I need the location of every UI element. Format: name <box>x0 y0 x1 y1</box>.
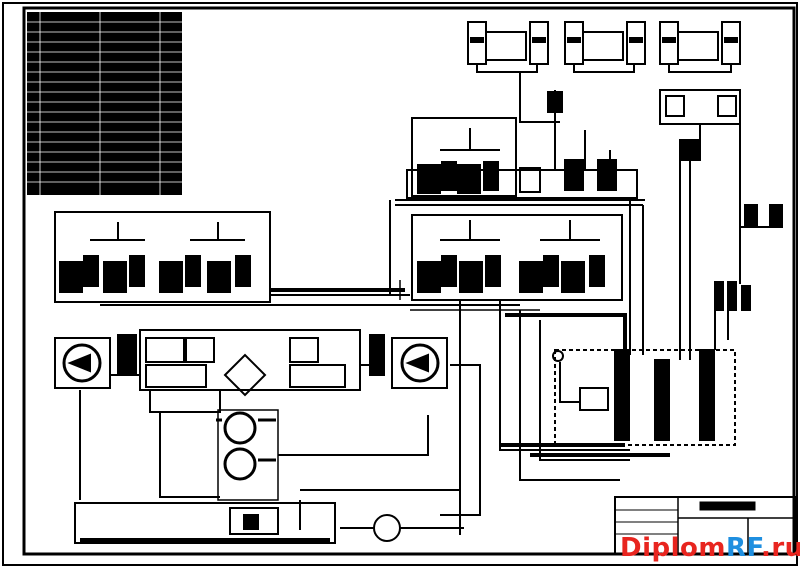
right-filter-block <box>552 204 783 446</box>
right-motor <box>369 334 448 389</box>
watermark-part-1: Diplom <box>620 533 726 563</box>
pump-stack <box>216 409 279 501</box>
left-motor <box>54 334 137 389</box>
title-block <box>614 496 796 555</box>
right-valve-block <box>519 72 741 190</box>
bottom-motor <box>340 514 464 542</box>
upper-valve-manifold <box>406 117 638 199</box>
tank <box>74 502 336 544</box>
central-distributor <box>139 329 361 413</box>
heavy-pipes <box>270 288 670 457</box>
lower-valve-manifold <box>411 214 623 301</box>
specification-table <box>27 12 182 195</box>
watermark: DiplomRF.ru <box>620 533 800 563</box>
piping <box>79 112 780 535</box>
left-valve-manifold <box>54 211 271 303</box>
top-cylinder-group <box>467 21 741 73</box>
watermark-part-2: RF <box>725 533 761 563</box>
watermark-part-3: .ru <box>760 533 800 563</box>
